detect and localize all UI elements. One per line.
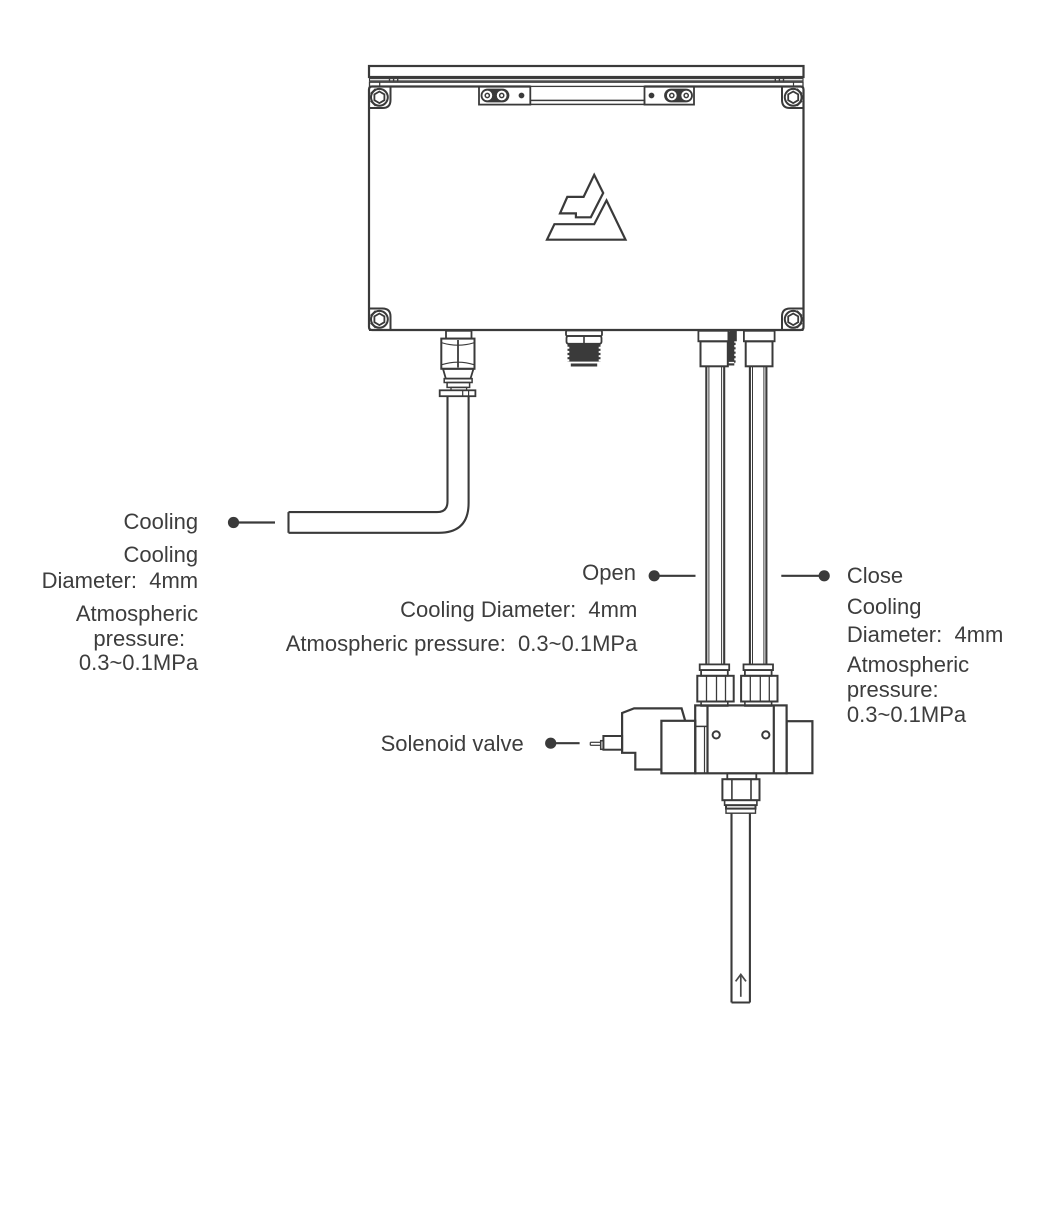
control-box (367, 85, 805, 332)
close-tube (748, 366, 768, 665)
label-line: Close (846, 563, 904, 589)
label-line: Cooling Diameter: 4mm (400, 596, 638, 622)
leader-dot-close (818, 570, 830, 582)
corner-bolt-top-left (369, 85, 392, 109)
leader-cooling (227, 516, 275, 529)
mounting-rail (367, 64, 805, 88)
label-line: pressure: (846, 676, 939, 702)
leader-dot-solenoid (545, 737, 557, 749)
label-open: Open (582, 560, 636, 585)
solenoid-pilot-block (660, 719, 697, 775)
cooling-fitting (438, 329, 477, 398)
corner-bolt-bottom-left (369, 307, 392, 331)
label-cooling: Cooling (124, 509, 199, 534)
leader-solenoid (545, 737, 580, 749)
label-line: Cooling (123, 508, 199, 534)
leader-dot-open (648, 570, 660, 582)
label-right-pressure: Atmospheric pressure: 0.3~0.1MPa (846, 652, 970, 727)
label-line: Cooling (123, 541, 199, 567)
label-left-spec: Cooling Diameter: 4mm (42, 542, 198, 594)
valve-inlet-fitting-right (740, 663, 779, 707)
left-connector-plate (478, 85, 532, 106)
label-line: 0.3~0.1MPa (846, 701, 967, 727)
label-solenoid-valve: Solenoid valve (381, 731, 524, 756)
close-tube-fitting (743, 329, 776, 368)
label-close: Close (847, 563, 903, 588)
corner-bolt-bottom-right (781, 307, 804, 331)
label-line: Atmospheric (75, 601, 199, 627)
flow-arrow-icon (734, 972, 747, 997)
leader-dot-cooling (227, 516, 240, 529)
open-tube (705, 366, 726, 665)
label-mid-spec: Cooling Diameter: 4mm Atmospheric pressu… (286, 593, 638, 661)
label-line: Open (582, 559, 636, 585)
label-line: Diameter: 4mm (41, 567, 199, 593)
valve-inlet-fitting-left (696, 663, 735, 707)
solenoid-nose (602, 735, 624, 751)
open-tube-fitting (697, 329, 737, 368)
corner-bolt-top-right (781, 85, 804, 109)
leader-close (781, 570, 830, 582)
leader-open (648, 570, 696, 582)
solenoid-tip (599, 739, 605, 751)
label-right-spec: Cooling Diameter: 4mm (847, 593, 1003, 649)
solenoid-valve-assembly (589, 704, 814, 775)
solenoid-coil-housing (621, 707, 687, 771)
label-line: Solenoid valve (380, 730, 524, 756)
valve-body (694, 704, 788, 775)
label-line: Atmospheric pressure: 0.3~0.1MPa (285, 630, 638, 656)
label-line: Diameter: 4mm (846, 621, 1004, 647)
valve-end-block (785, 720, 814, 775)
label-line: Cooling (846, 593, 922, 619)
label-line: Atmospheric (846, 652, 970, 678)
label-left-pressure: Atmospheric pressure: 0.3~0.1MPa (75, 601, 199, 675)
center-bar (529, 99, 646, 106)
logo-icon (545, 172, 628, 241)
label-line: 0.3~0.1MPa (78, 650, 199, 675)
cooling-tube (287, 396, 470, 534)
right-connector-plate (643, 85, 695, 106)
outlet-fitting (721, 772, 761, 814)
m12-connector (565, 329, 603, 367)
outlet-tube (730, 813, 751, 1004)
label-line: pressure: (93, 625, 186, 651)
